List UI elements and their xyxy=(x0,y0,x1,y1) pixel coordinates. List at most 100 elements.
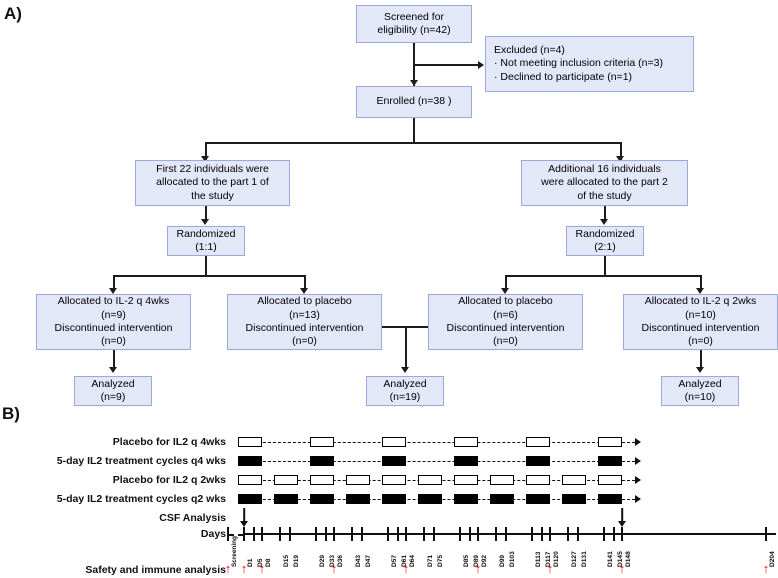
arrow-enrolled xyxy=(409,80,418,86)
schedule-block xyxy=(562,475,587,485)
axis-tick-label: D131 xyxy=(580,551,588,567)
box-screened: Screened for eligibility (n=42) xyxy=(356,5,472,43)
schedule-block xyxy=(490,475,515,485)
arrow-rand1 xyxy=(201,219,210,225)
schedule-block xyxy=(490,494,515,504)
axis-tick-label: D71 xyxy=(426,554,434,567)
connector-arm1a xyxy=(113,275,115,291)
axis-tick-label: D8 xyxy=(264,558,272,567)
schedule-block xyxy=(382,475,407,485)
axis-tick-label: D47 xyxy=(364,554,372,567)
axis-tick xyxy=(314,527,318,541)
box-excluded: Excluded (n=4) · Not meeting inclusion c… xyxy=(485,36,694,92)
axis-tick-label: D99 xyxy=(498,554,506,567)
axis-tick xyxy=(458,527,462,541)
schedule-block xyxy=(346,475,371,485)
axis-tick-label: D148 xyxy=(624,551,632,567)
schedule-block xyxy=(454,475,479,485)
box-alloc-placebo-6: Allocated to placebo (n=6) Discontinued … xyxy=(428,294,583,350)
schedule-block xyxy=(598,456,623,466)
box-alloc-placebo-13: Allocated to placebo (n=13) Discontinued… xyxy=(227,294,382,350)
connector-arm2a xyxy=(505,275,507,291)
axis-tick xyxy=(361,527,364,541)
axis-tick xyxy=(620,527,624,541)
schedule-block xyxy=(238,475,263,485)
box-analyzed-19: Analyzed (n=19) xyxy=(366,376,444,406)
axis-tick-label: D36 xyxy=(336,554,344,567)
axis-tick xyxy=(494,527,498,541)
safety-immune-arrow: ↑ xyxy=(330,561,338,576)
axis-tick-label: Screening xyxy=(231,536,238,567)
arrow-arm1a xyxy=(109,288,118,294)
schedule-block xyxy=(598,475,623,485)
axis-tick-label: D15 xyxy=(282,554,290,567)
axis-tick xyxy=(422,527,426,541)
safety-immune-analysis-label: Safety and immune analysis xyxy=(85,564,226,576)
schedule-block xyxy=(310,437,335,447)
axis-tick xyxy=(404,527,408,541)
axis-tick xyxy=(278,527,282,541)
csf-analysis-arrow xyxy=(239,508,249,528)
schedule-row-label: 5-day IL2 treatment cycles q4 wks xyxy=(56,455,226,467)
schedule-block xyxy=(454,437,479,447)
axis-tick-label: D92 xyxy=(480,554,488,567)
box-analyzed-10: Analyzed (n=10) xyxy=(661,376,739,406)
axis-tick xyxy=(469,527,472,541)
schedule-track-arrow xyxy=(634,438,641,446)
schedule-block xyxy=(310,475,335,485)
safety-immune-arrow: ↑ xyxy=(402,561,410,576)
axis-tick xyxy=(530,527,534,541)
box-part1: First 22 individuals were allocated to t… xyxy=(135,160,290,206)
axis-tick-label: D29 xyxy=(318,554,326,567)
schedule-block xyxy=(238,437,263,447)
box-alloc-il2-q4wks: Allocated to IL-2 q 4wks (n=9) Discontin… xyxy=(36,294,191,350)
connector-enrolled-down xyxy=(413,118,415,143)
safety-immune-arrow: ↑ xyxy=(258,561,266,576)
arrow-arm2a xyxy=(501,288,510,294)
schedule-block xyxy=(418,494,443,504)
connector-bus-right xyxy=(620,142,622,161)
axis-tick-label: D204 xyxy=(768,551,776,567)
box-part2: Additional 16 individuals were allocated… xyxy=(521,160,688,206)
axis-tick-label: D19 xyxy=(292,554,300,567)
schedule-block xyxy=(526,437,551,447)
schedule-block xyxy=(346,494,371,504)
axis-tick-label: D85 xyxy=(462,554,470,567)
schedule-block xyxy=(418,475,443,485)
axis-tick xyxy=(602,527,606,541)
axis-tick-label: D64 xyxy=(408,554,416,567)
schedule-track-arrow xyxy=(634,476,641,484)
axis-tick xyxy=(386,527,390,541)
axis-tick xyxy=(764,527,768,541)
panel-a-label: A) xyxy=(4,4,22,23)
schedule-block xyxy=(562,494,587,504)
axis-tick-label: D127 xyxy=(570,551,578,567)
schedule-track xyxy=(238,442,635,443)
arrow-rand2 xyxy=(600,219,609,225)
schedule-block xyxy=(454,456,479,466)
timeline-axis xyxy=(244,533,776,536)
schedule-row-label: Days xyxy=(200,528,226,540)
axis-tick-label: D75 xyxy=(436,554,444,567)
connector-arm2b xyxy=(700,275,702,291)
schedule-block xyxy=(526,456,551,466)
connector-bus-left xyxy=(205,142,207,161)
axis-tick-label: D43 xyxy=(354,554,362,567)
schedule-row-label: 5-day IL2 treatment cycles q2 wks xyxy=(56,493,226,505)
safety-immune-arrow: ↑ xyxy=(546,561,554,576)
axis-tick-label: D1 xyxy=(246,558,254,567)
axis-tick xyxy=(476,527,480,541)
axis-tick xyxy=(242,527,246,541)
arm-bus-1 xyxy=(113,275,305,277)
connector-analyzed10 xyxy=(700,350,702,370)
schedule-block xyxy=(310,456,335,466)
schedule-track-arrow xyxy=(634,495,641,503)
arrow-arm2b xyxy=(696,288,705,294)
schedule-row-label: Placebo for IL2 q 4wks xyxy=(112,436,226,448)
axis-tick xyxy=(260,527,264,541)
connector-part2-rand xyxy=(604,206,606,222)
safety-immune-arrow: ↑ xyxy=(224,561,232,576)
axis-tick xyxy=(566,527,570,541)
schedule-block xyxy=(274,494,299,504)
axis-tick-label: D57 xyxy=(390,554,398,567)
